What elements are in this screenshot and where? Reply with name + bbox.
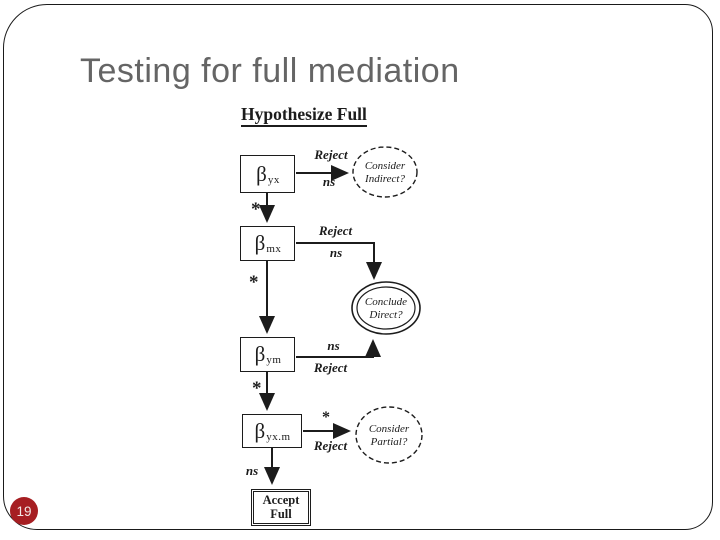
label-row4-reject: Reject [313, 438, 348, 453]
label-row1-ns: ns [322, 174, 336, 189]
beta-yxm-subscript: yx.m [266, 430, 291, 443]
consider-indirect-label: Consider Indirect? [350, 160, 420, 186]
label-row4-star: * [322, 409, 330, 426]
beta-mx-subscript: mx [266, 243, 282, 255]
label-down3-star: * [252, 378, 262, 399]
label-row3-reject: Reject [313, 360, 348, 375]
consider-partial-line2: Partial? [370, 435, 408, 448]
conclude-direct-line2: Direct? [369, 308, 403, 321]
beta-mx-symbol: β [254, 231, 266, 255]
accept-full-line2: Full [270, 506, 292, 521]
label-row2-ns: ns [329, 245, 343, 260]
beta-yx-symbol: β [256, 161, 267, 186]
beta-yxm-symbol: β [254, 418, 266, 443]
conclude-direct-label: Conclude Direct? [351, 296, 421, 322]
page-number-badge: 19 [10, 497, 38, 525]
consider-partial-line1: Consider [368, 423, 410, 435]
label-down1-star: * [251, 199, 261, 220]
slide-title: Testing for full mediation [80, 52, 460, 90]
label-row2-reject: Reject [318, 223, 353, 238]
accept-full-line1: Accept [262, 492, 300, 507]
beta-ym-subscript: ym [266, 354, 282, 366]
conclude-direct-line1: Conclude [364, 296, 408, 308]
beta-ym-symbol: β [254, 342, 266, 366]
consider-indirect-line1: Consider [364, 160, 406, 172]
beta-yx-subscript: yx [267, 173, 280, 186]
label-down2-star: * [249, 272, 259, 293]
page-number: 19 [16, 503, 32, 519]
accept-full-box: Accept Full [251, 489, 311, 526]
label-row3-ns: ns [327, 338, 340, 353]
consider-partial-label: Consider Partial? [354, 423, 424, 449]
label-row1-reject: Reject [314, 147, 348, 162]
label-down4-ns: ns [245, 463, 259, 478]
diagram-heading: Hypothesize Full [241, 104, 367, 127]
consider-indirect-line2: Indirect? [365, 172, 405, 185]
